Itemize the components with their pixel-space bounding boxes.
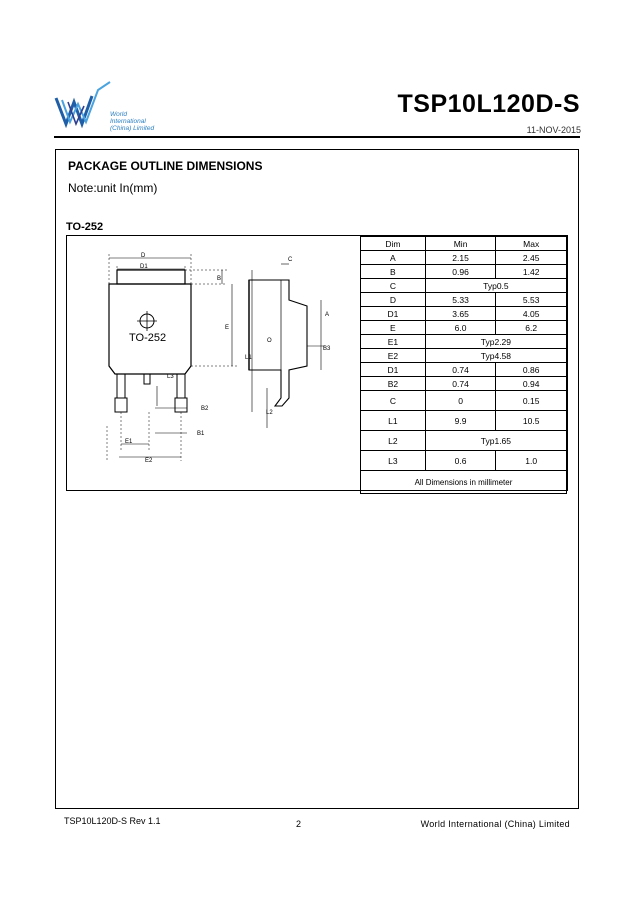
table-cell: 0 [424, 390, 497, 411]
table-header-max: Max [495, 236, 567, 251]
table-cell: 1.0 [495, 450, 567, 471]
table-header-min: Min [424, 236, 497, 251]
dim-label-e2: E2 [145, 458, 153, 464]
table-header-dim: Dim [360, 236, 426, 251]
table-footer-row: All Dimensions in millimeter [360, 470, 567, 494]
table-cell: E2 [360, 348, 426, 363]
table-cell: 0.74 [424, 376, 497, 391]
table-cell: 0.94 [495, 376, 567, 391]
dim-label-d1: D1 [140, 264, 148, 270]
table-cell: B2 [360, 376, 426, 391]
dim-label-l3: L3 [167, 374, 174, 380]
table-cell: 0.96 [424, 264, 497, 279]
package-outline-drawing: TO-252 D D1 B E L1 L3 B2 B1 E1 E2 [106, 253, 331, 464]
table-cell: 1.42 [495, 264, 567, 279]
package-name: TO-252 [66, 221, 104, 233]
table-cell: C [360, 278, 426, 293]
header-divider [54, 136, 580, 138]
table-cell: 5.53 [495, 292, 567, 307]
dim-label-a: A [325, 312, 329, 318]
dim-label-e1: E1 [125, 439, 133, 445]
table-cell: B [360, 264, 426, 279]
company-logo-text: World International (China) Limited [110, 111, 155, 132]
table-cell: 2.45 [495, 250, 567, 265]
content-frame [55, 149, 579, 809]
table-cell: E1 [360, 334, 426, 349]
table-cell: 0.86 [495, 362, 567, 377]
table-cell: Typ4.58 [424, 348, 568, 363]
drawing-box [66, 235, 568, 491]
dim-label-b1: B1 [197, 431, 205, 437]
table-cell: Typ0.5 [424, 278, 568, 293]
table-cell: 3.65 [424, 306, 497, 321]
table-cell: D1 [360, 306, 426, 321]
dim-label-b: B [217, 276, 221, 282]
table-cell: 4.05 [495, 306, 567, 321]
dim-label-b2: B2 [201, 406, 209, 412]
table-cell: 5.33 [424, 292, 497, 307]
table-cell: 0.74 [424, 362, 497, 377]
dim-label-o: O [267, 338, 272, 344]
page-number: 2 [296, 819, 302, 829]
table-cell: L2 [360, 430, 426, 451]
table-cell: E [360, 320, 426, 335]
revision-label: TSP10L120D-S Rev 1.1 [64, 816, 161, 826]
part-number-title: TSP10L120D-S [397, 90, 580, 118]
table-cell: A [360, 250, 426, 265]
document-date: 11-NOV-2015 [526, 125, 581, 135]
table-cell: 9.9 [424, 410, 497, 431]
table-cell: 10.5 [495, 410, 567, 431]
table-cell: Typ1.65 [424, 430, 568, 451]
table-cell: 6.0 [424, 320, 497, 335]
company-logo [54, 81, 111, 129]
table-cell: D [360, 292, 426, 307]
table-cell: Typ2.29 [424, 334, 568, 349]
section-title: PACKAGE OUTLINE DIMENSIONS [68, 159, 263, 173]
dim-label-l2: L2 [266, 410, 273, 416]
table-cell: 2.15 [424, 250, 497, 265]
table-header-row: Dim Min Max [360, 236, 567, 251]
company-name: World International (China) Limited [420, 819, 570, 829]
table-cell: L3 [360, 450, 426, 471]
dim-label-b3: B3 [323, 346, 331, 352]
table-cell: C [360, 390, 426, 411]
table-cell: 6.2 [495, 320, 567, 335]
unit-note: Note:unit In(mm) [68, 181, 158, 195]
dim-label-d: D [141, 253, 146, 259]
table-footer-note: All Dimensions in millimeter [360, 470, 567, 494]
table-cell: 0.6 [424, 450, 497, 471]
table-cell: 0.15 [495, 390, 567, 411]
dim-label-c: C [288, 257, 293, 263]
dim-label-e: E [225, 325, 229, 331]
table-cell: D1 [360, 362, 426, 377]
table-cell: L1 [360, 410, 426, 431]
body-marking: TO-252 [129, 332, 166, 344]
